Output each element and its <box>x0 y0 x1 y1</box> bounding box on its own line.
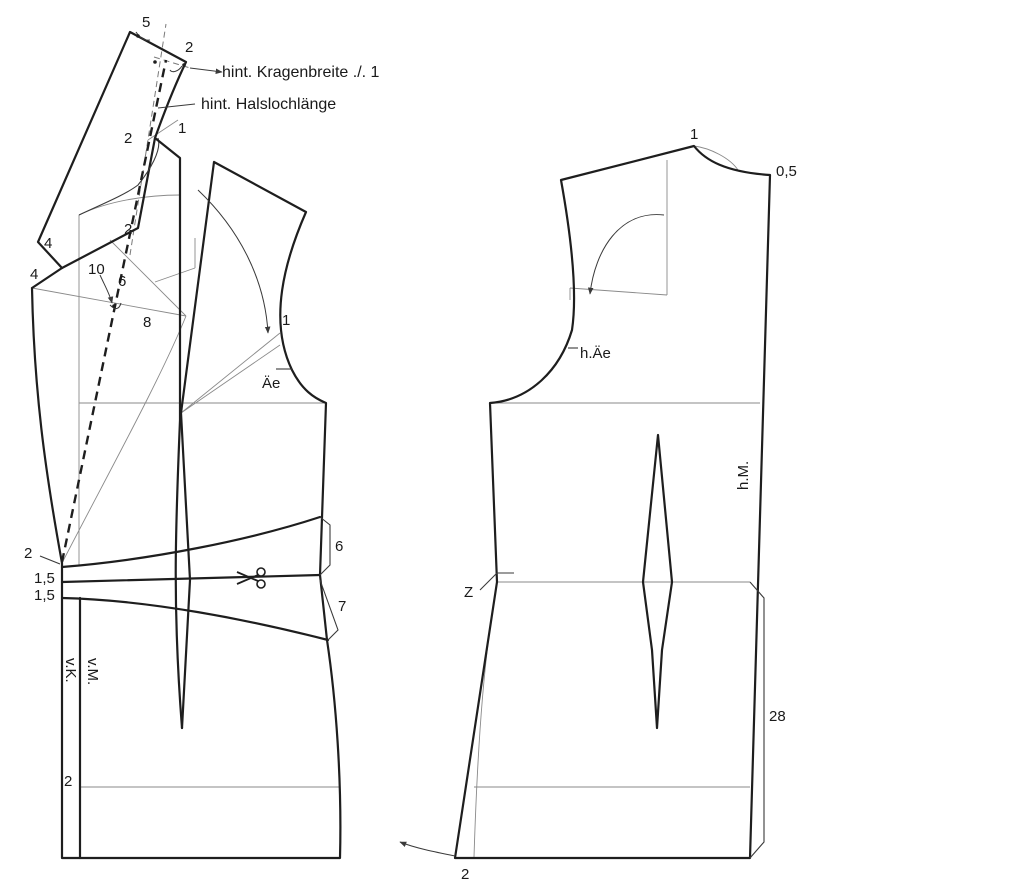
label-center-back: h.M. <box>735 461 752 490</box>
hem-start-leader <box>39 555 61 565</box>
side-panel-outline <box>179 160 329 730</box>
label-back-hem-2: 2 <box>461 866 469 883</box>
collar-neck-curve <box>78 137 160 216</box>
back-piece: 1 0,5 h.Äe h.M. Z 28 2 <box>399 126 797 883</box>
label-front-hem-2: 2 <box>64 773 72 790</box>
front-waist-curve-lower <box>60 596 330 642</box>
scissors-icon <box>236 567 266 589</box>
back-guide-lines <box>473 145 760 858</box>
back-waist-dart <box>641 433 674 730</box>
label-collar-lower-2: 2 <box>124 221 132 238</box>
front-waist-line-a <box>60 573 322 584</box>
label-shoulder-mark-2: 2 <box>124 130 132 147</box>
label-armhole-1: 1 <box>282 312 290 329</box>
front-outline <box>30 136 342 860</box>
label-pivot-10: 10 <box>88 261 105 278</box>
back-length-bracket <box>749 581 765 859</box>
neckline-leader <box>157 103 196 109</box>
label-back-armhole-mark: h.Äe <box>580 345 611 362</box>
label-waist-offset-a: 1,5 <box>34 570 55 587</box>
armhole-rotation-arrow <box>197 189 271 334</box>
collar-outline <box>36 30 188 270</box>
pivot-right-angle <box>109 302 122 310</box>
label-pivot-6: 6 <box>118 273 126 290</box>
collar-right-angle-top <box>135 31 151 41</box>
label-center-front: v.M. <box>84 658 101 685</box>
back-rotation-arrow <box>587 214 665 295</box>
side-z-leader <box>479 572 498 591</box>
pivot-10-leader <box>99 274 114 304</box>
label-collar-corner: 2 <box>185 39 193 56</box>
label-collar-width-note: hint. Kragenbreite ./. 1 <box>222 64 380 81</box>
label-dart-6: 6 <box>335 538 343 555</box>
label-waist-offset-b: 1,5 <box>34 587 55 604</box>
label-hem-start-2: 2 <box>24 545 32 562</box>
label-shoulder-mark-1: 1 <box>178 120 186 137</box>
collar-width-leader <box>189 67 223 74</box>
label-neckline-length-note: hint. Halslochlänge <box>201 96 336 113</box>
label-back-neck-05: 0,5 <box>776 163 797 180</box>
label-armhole-mark: Äe <box>262 375 280 392</box>
label-back-length-28: 28 <box>769 708 786 725</box>
front-piece: 5 2 hint. Kragenbreite ./. 1 hint. Halsl… <box>24 14 380 860</box>
label-collar-top-point: 5 <box>142 14 150 31</box>
back-hem-arrow <box>399 841 456 857</box>
front-waist-curve-upper <box>60 515 322 569</box>
collar-roll-line <box>60 59 168 563</box>
label-side-z: Z <box>464 584 473 601</box>
dart-7-bracket <box>319 579 339 641</box>
label-back-shoulder-1: 1 <box>690 126 698 143</box>
dart-6-bracket <box>319 516 331 576</box>
collar-right-angle-right <box>169 65 183 73</box>
label-front-edge-4: 4 <box>30 266 38 283</box>
label-front-edge: v.K. <box>62 658 79 683</box>
label-dart-7: 7 <box>338 598 346 615</box>
back-outline <box>453 144 772 860</box>
label-pivot-8: 8 <box>143 314 151 331</box>
label-collar-edge-4: 4 <box>44 235 52 252</box>
